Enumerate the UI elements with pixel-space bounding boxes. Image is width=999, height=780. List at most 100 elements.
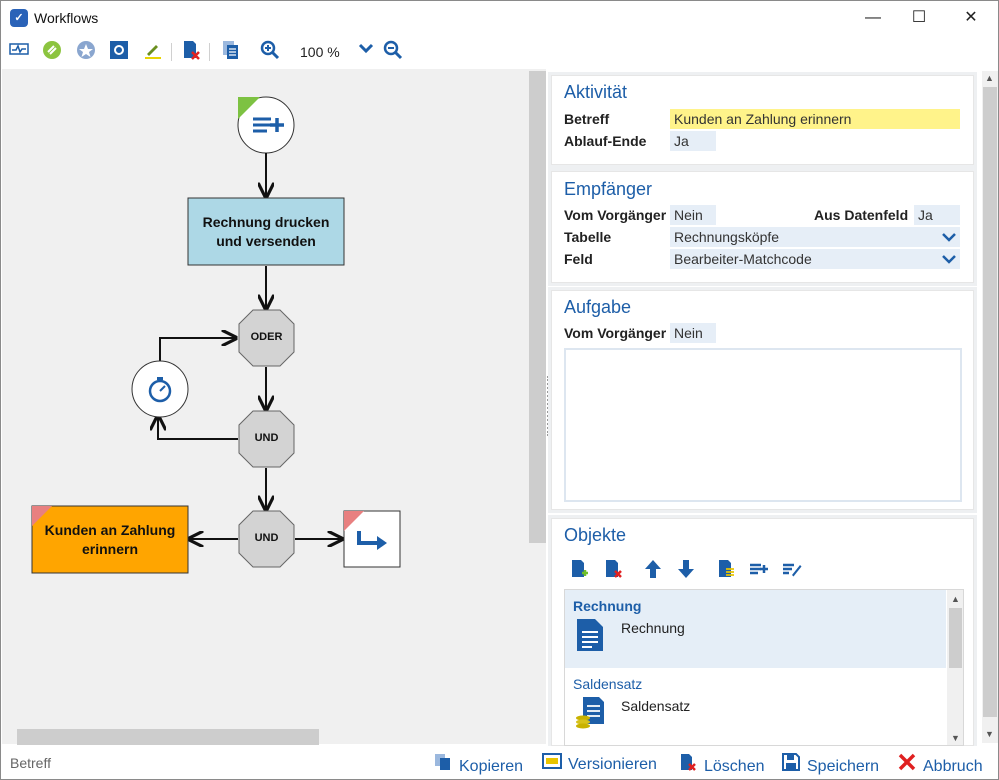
- scroll-thumb[interactable]: [949, 608, 962, 668]
- add-field-icon[interactable]: [748, 559, 770, 581]
- aus-datenfeld-field[interactable]: Ja: [914, 205, 960, 225]
- gate-oder[interactable]: [238, 309, 295, 367]
- panel-splitter[interactable]: [547, 376, 550, 436]
- star-icon[interactable]: [74, 40, 98, 64]
- scroll-down-icon[interactable]: ▼: [951, 733, 960, 743]
- task-card: Aufgabe Vom Vorgänger Nein: [551, 290, 974, 510]
- zoom-level[interactable]: 100 %: [300, 44, 340, 60]
- edge: [159, 338, 236, 361]
- betreff-field[interactable]: Kunden an Zahlung erinnern: [670, 109, 960, 129]
- zoom-out-icon[interactable]: [381, 40, 405, 64]
- recipient-card: Empfänger Vom Vorgänger Nein Aus Datenfe…: [551, 171, 974, 283]
- save-icon: [781, 753, 801, 776]
- highlighter-icon[interactable]: [141, 40, 165, 64]
- maximize-button[interactable]: ☐: [911, 9, 927, 26]
- version-button[interactable]: Versionieren: [542, 753, 657, 775]
- ablauf-ende-field[interactable]: Ja: [670, 131, 716, 151]
- canvas-horizontal-scrollbar[interactable]: [17, 729, 319, 745]
- copy-icon: [433, 753, 453, 776]
- close-button[interactable]: ✕: [964, 9, 978, 26]
- object-name: Rechnung: [621, 620, 685, 636]
- object-name: Saldensatz: [621, 698, 691, 714]
- vom-vorgaenger-field[interactable]: Nein: [670, 205, 716, 225]
- objects-title: Objekte: [564, 525, 627, 545]
- gate-und-label: UND: [254, 532, 279, 544]
- task-vom-vorgaenger-field[interactable]: Nein: [670, 323, 716, 343]
- toolbar-divider: [209, 43, 210, 61]
- minimize-button[interactable]: —: [865, 9, 881, 26]
- objects-list[interactable]: Rechnung Rechnung Saldensatz Saldensatz …: [564, 589, 964, 746]
- task-title: Aufgabe: [564, 297, 632, 317]
- object-list-icon[interactable]: [715, 559, 737, 581]
- task-node-label: Rechnung drucken und versenden: [202, 214, 330, 249]
- add-object-icon[interactable]: [568, 559, 590, 581]
- list-item[interactable]: Rechnung Rechnung: [565, 590, 946, 668]
- edge: [158, 416, 238, 440]
- workflow-canvas[interactable]: Rechnung drucken und versenden ODER UND …: [2, 69, 546, 744]
- activity-title: Aktivität: [564, 82, 628, 102]
- feld-select[interactable]: Bearbeiter-Matchcode: [670, 249, 960, 269]
- link-icon[interactable]: [40, 40, 64, 64]
- delete-document-icon[interactable]: [179, 40, 203, 64]
- panel-vertical-scrollbar[interactable]: ▲ ▼: [982, 71, 998, 743]
- chevron-down-icon[interactable]: [354, 40, 378, 64]
- objects-scrollbar[interactable]: ▲ ▼: [947, 590, 963, 745]
- vom-vorgaenger-label: Vom Vorgänger: [564, 207, 667, 223]
- app-icon: ✓: [10, 9, 28, 27]
- object-title: Rechnung: [573, 598, 642, 614]
- object-title: Saldensatz: [573, 676, 643, 692]
- save-button[interactable]: Speichern: [781, 753, 879, 775]
- copy-button[interactable]: Kopieren: [433, 753, 523, 775]
- delete-button[interactable]: Löschen: [678, 753, 765, 775]
- end-node[interactable]: [343, 510, 401, 568]
- list-item[interactable]: Saldensatz Saldensatz: [565, 668, 946, 745]
- start-node[interactable]: [237, 96, 295, 154]
- status-bar: Betreff Kopieren Versionieren Löschen Sp…: [1, 746, 998, 779]
- ablauf-ende-label: Ablauf-Ende: [564, 133, 647, 149]
- timer-node[interactable]: [131, 360, 189, 418]
- gate-und[interactable]: [238, 410, 295, 468]
- task-description-textarea[interactable]: [564, 348, 962, 502]
- move-down-icon[interactable]: [675, 559, 697, 581]
- gate-und-label: UND: [254, 432, 279, 444]
- tabelle-label: Tabelle: [564, 229, 612, 245]
- zoom-in-icon[interactable]: [258, 40, 282, 64]
- canvas-vertical-scrollbar[interactable]: [529, 71, 546, 543]
- delete-label: Löschen: [704, 758, 765, 775]
- window-title: Workflows: [34, 10, 99, 26]
- reminder-node[interactable]: [31, 505, 189, 574]
- copy-pages-icon[interactable]: [219, 40, 243, 64]
- activity-card: Aktivität Betreff Kunden an Zahlung erin…: [551, 75, 974, 165]
- invoice-icon: [575, 618, 605, 652]
- scroll-up-icon[interactable]: ▲: [985, 73, 994, 83]
- pulse-icon[interactable]: [7, 40, 31, 64]
- chevron-down-icon[interactable]: [942, 251, 956, 271]
- remove-object-icon[interactable]: [602, 559, 624, 581]
- delete-icon: [678, 753, 698, 776]
- scroll-up-icon[interactable]: ▲: [951, 594, 960, 604]
- toolbar-divider: [171, 43, 172, 61]
- feld-select-value: Bearbeiter-Matchcode: [674, 251, 812, 267]
- version-label: Versionieren: [568, 756, 657, 773]
- toolbar: 100 %: [1, 37, 998, 67]
- version-icon: [542, 753, 562, 774]
- edit-field-icon[interactable]: [781, 559, 803, 581]
- move-up-icon[interactable]: [642, 559, 664, 581]
- chevron-down-icon[interactable]: [942, 229, 956, 249]
- task-node[interactable]: [187, 197, 345, 266]
- gate-oder-label: ODER: [250, 331, 283, 343]
- tabelle-select[interactable]: Rechnungsköpfe: [670, 227, 960, 247]
- status-label: Betreff: [10, 755, 51, 771]
- betreff-label: Betreff: [564, 111, 610, 127]
- cancel-button[interactable]: Abbruch: [897, 753, 983, 775]
- settings-icon[interactable]: [107, 40, 131, 64]
- tabelle-select-value: Rechnungsköpfe: [674, 229, 780, 245]
- scroll-thumb[interactable]: [983, 87, 997, 717]
- scroll-down-icon[interactable]: ▼: [985, 729, 994, 739]
- title-bar: ✓ Workflows — ☐ ✕: [1, 1, 998, 34]
- task-vom-vorgaenger-label: Vom Vorgänger: [564, 325, 667, 341]
- recipient-title: Empfänger: [564, 179, 653, 199]
- gate-und[interactable]: [238, 510, 295, 568]
- workflow-diagram: [31, 96, 401, 574]
